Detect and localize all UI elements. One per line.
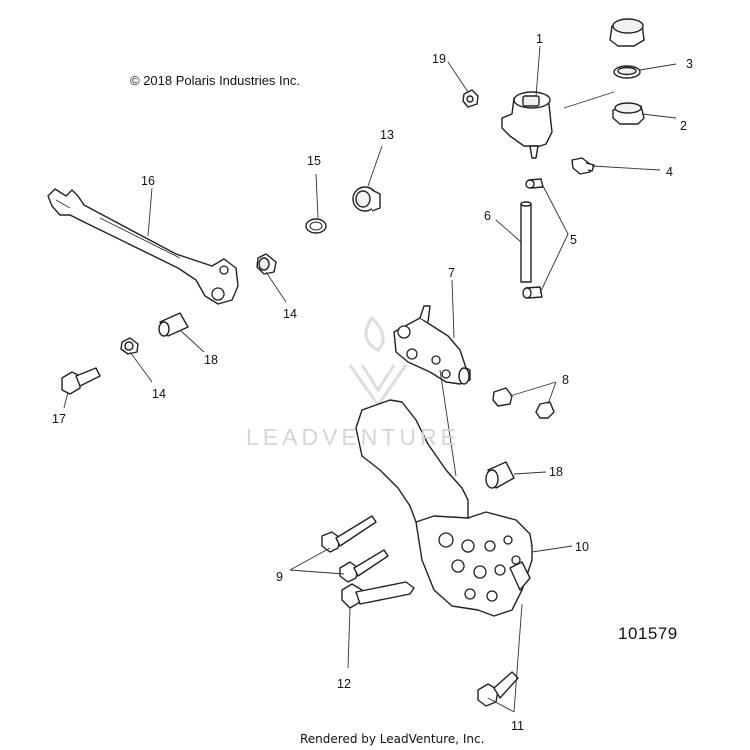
part-10-bracket bbox=[355, 399, 533, 617]
callout-8: 8 bbox=[562, 373, 569, 387]
part-3-cap bbox=[609, 18, 645, 47]
part-17-bolt bbox=[61, 367, 101, 395]
part-2-diaphragm bbox=[612, 102, 645, 125]
callout-15: 15 bbox=[307, 154, 321, 168]
callout-6: 6 bbox=[484, 209, 491, 223]
callout-14-upper: 14 bbox=[283, 307, 297, 321]
part-8-fitting-b bbox=[535, 401, 555, 419]
callout-labels: 1 2 3 4 5 6 7 8 9 10 11 12 13 14 14 15 1… bbox=[52, 32, 693, 733]
callout-5: 5 bbox=[570, 233, 577, 247]
part-15-clip bbox=[305, 218, 327, 234]
part-13-bushing bbox=[352, 186, 381, 212]
callout-14-lower: 14 bbox=[152, 387, 166, 401]
callout-4: 4 bbox=[666, 165, 673, 179]
part-9-bolt-lower bbox=[339, 549, 389, 583]
callout-19: 19 bbox=[432, 52, 446, 66]
callout-13: 13 bbox=[380, 128, 394, 142]
callout-1: 1 bbox=[536, 32, 543, 46]
callout-16: 16 bbox=[141, 174, 155, 188]
part-1-reservoir bbox=[501, 91, 553, 159]
callout-7: 7 bbox=[448, 266, 455, 280]
callout-2: 2 bbox=[680, 119, 687, 133]
callout-18-left: 18 bbox=[204, 353, 218, 367]
part-5-clamp-bottom bbox=[522, 286, 543, 299]
copyright-text: © 2018 Polaris Industries Inc. bbox=[130, 73, 300, 88]
part-7-master-cylinder bbox=[393, 305, 471, 385]
part-9-bolt-upper bbox=[321, 515, 377, 553]
callout-12: 12 bbox=[337, 677, 351, 691]
part-14-bushing-upper bbox=[256, 253, 277, 275]
watermark-text: LEADVENTURE bbox=[246, 424, 460, 450]
part-12-bolt bbox=[341, 581, 415, 609]
leader-lines bbox=[63, 45, 677, 713]
part-6-hose bbox=[520, 201, 532, 283]
callout-3: 3 bbox=[686, 57, 693, 71]
part-18-spacer-left bbox=[158, 312, 189, 337]
part-8-fitting-a bbox=[492, 387, 513, 407]
part-19-nut bbox=[462, 89, 479, 108]
part-5-clamp-top bbox=[525, 178, 544, 189]
callout-18-right: 18 bbox=[549, 465, 563, 479]
callout-17: 17 bbox=[52, 412, 66, 426]
callout-11: 11 bbox=[511, 719, 524, 733]
part-4-screw bbox=[571, 157, 595, 175]
part-14-washer-lower bbox=[120, 337, 139, 355]
part-11-bolt bbox=[477, 671, 519, 707]
part-18-spacer-right bbox=[485, 461, 515, 489]
callout-9: 9 bbox=[276, 570, 283, 584]
rendered-by-text: Rendered by LeadVenture, Inc. bbox=[300, 732, 485, 746]
callout-10: 10 bbox=[575, 540, 589, 554]
part-3-seal bbox=[613, 65, 641, 79]
part-16-rod bbox=[47, 188, 239, 305]
figure-number: 101579 bbox=[618, 624, 678, 643]
